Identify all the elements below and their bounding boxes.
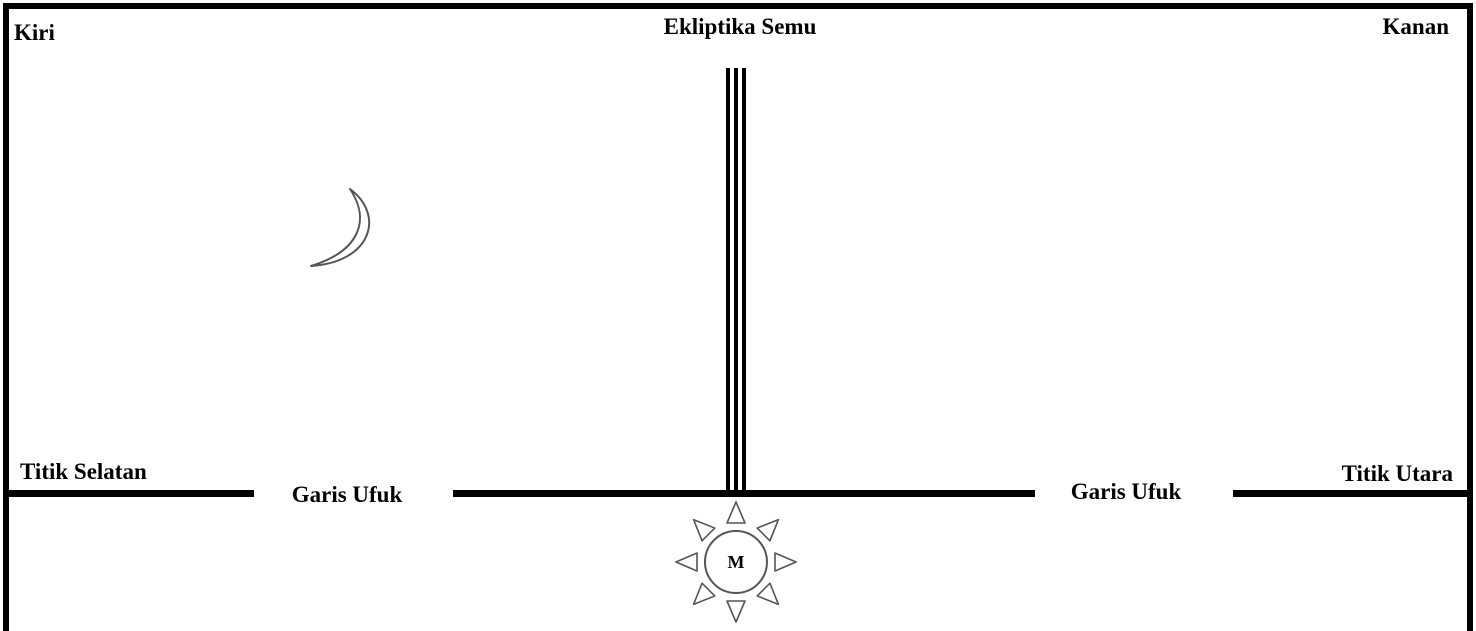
horizon-line xyxy=(6,490,1470,497)
label-garis-ufuk-left: Garis Ufuk xyxy=(292,482,403,507)
label-kiri: Kiri xyxy=(14,20,55,45)
label-titik-utara: Titik Utara xyxy=(1342,461,1454,486)
label-kanan: Kanan xyxy=(1383,14,1450,39)
label-garis-ufuk-right: Garis Ufuk xyxy=(1071,479,1182,504)
label-titik-selatan: Titik Selatan xyxy=(20,459,147,484)
sun-label: M xyxy=(728,552,745,572)
ecliptic-line xyxy=(726,68,746,492)
label-ekliptika-semu: Ekliptika Semu xyxy=(664,14,817,39)
crescent-moon-icon xyxy=(311,189,369,266)
sun-icon: M xyxy=(676,502,796,622)
